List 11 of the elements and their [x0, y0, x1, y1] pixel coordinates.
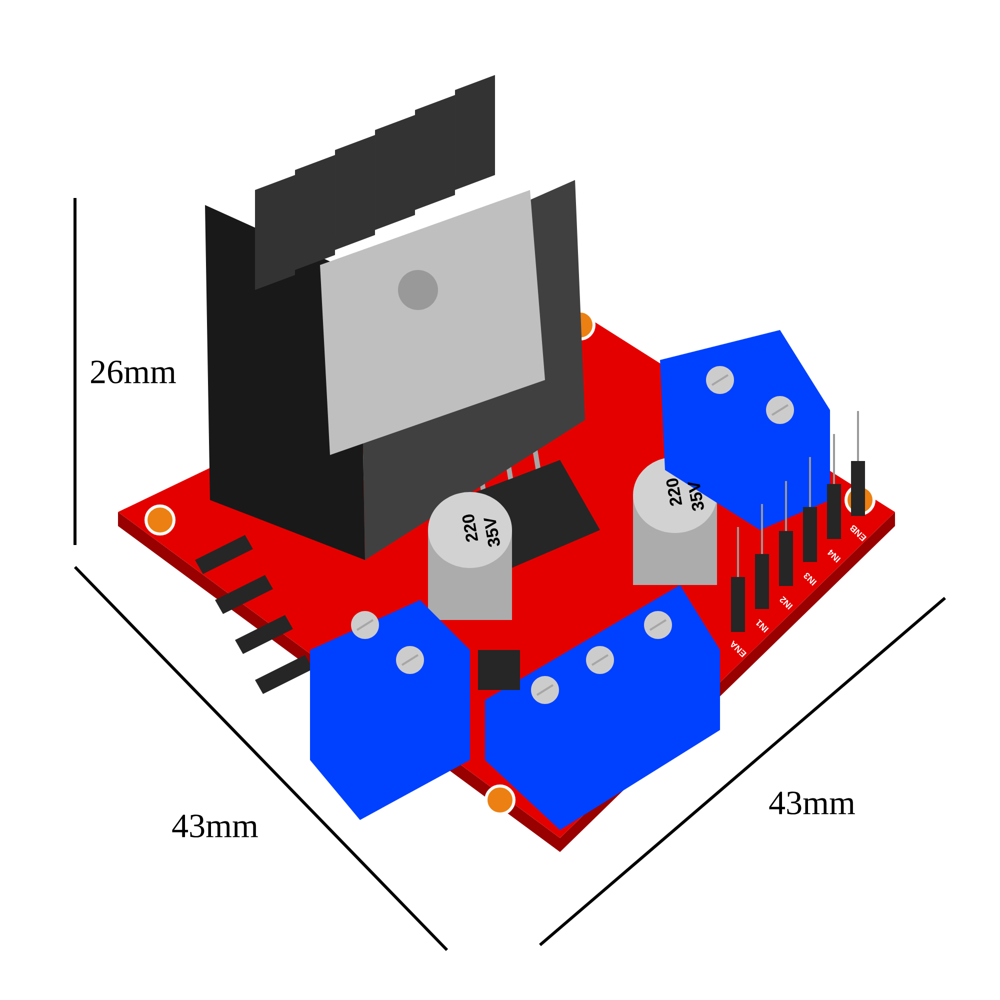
- pin-label: IN3: [804, 572, 817, 586]
- dimension-label: 26mm: [91, 360, 176, 384]
- capacitor-marking: 35V: [484, 518, 500, 547]
- capacitor-marking: 220: [462, 514, 478, 542]
- dimension-label: 43mm: [172, 814, 258, 838]
- capacitor-marking: 35V: [688, 482, 704, 511]
- capacitor-marking: 220: [666, 478, 682, 506]
- pin-label: IN1: [756, 619, 769, 633]
- pin-label: IN4: [827, 550, 841, 563]
- pin-label: IN2: [780, 596, 793, 610]
- dimension-label: 43mm: [769, 792, 855, 814]
